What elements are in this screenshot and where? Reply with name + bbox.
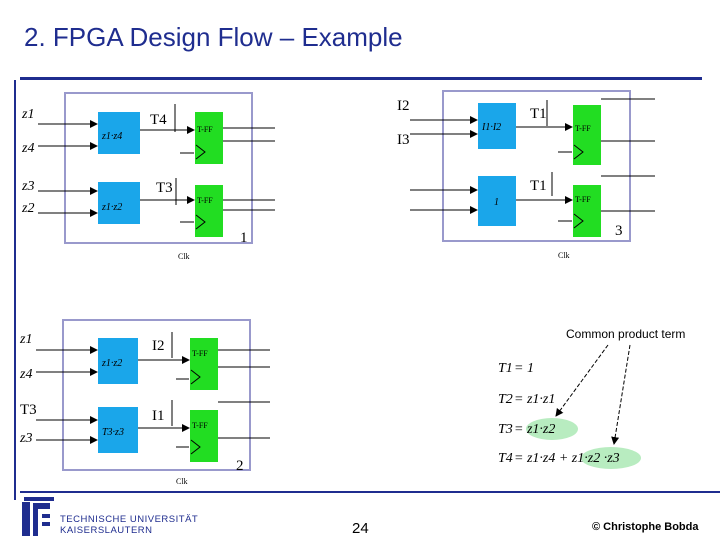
logic-block-3b xyxy=(478,176,516,226)
clock-3: Clk xyxy=(558,251,570,260)
input-2-z4: z4 xyxy=(19,367,32,382)
output-1-t3: T3 xyxy=(156,180,173,196)
logic-block-1a xyxy=(98,112,140,154)
eq-1-lhs: T1 xyxy=(498,361,513,376)
output-2-i2: I2 xyxy=(152,338,165,354)
footer-rule xyxy=(20,491,720,493)
circuit-1-number: 1 xyxy=(240,230,248,246)
block-label-2a: z1·z2 xyxy=(101,358,122,369)
input-1-z2: z2 xyxy=(21,201,34,216)
flip-flop-2a xyxy=(190,338,218,390)
block-label-1a: z1·z4 xyxy=(101,131,122,142)
highlight-t4 xyxy=(581,447,641,469)
flip-flop-1b xyxy=(195,185,223,237)
ff-label-1b: T-FF xyxy=(197,196,213,205)
clock-2: Clk xyxy=(176,477,188,486)
input-1-z1: z1 xyxy=(21,107,34,122)
flip-flop-3a xyxy=(573,105,601,165)
flip-flop-2b xyxy=(190,410,218,462)
logic-block-2a xyxy=(98,338,138,384)
input-1-z4: z4 xyxy=(21,141,34,156)
university-logo-icon xyxy=(22,497,54,536)
circuit-3: I1·I2 1 T-FF T-FF I2 I3 T1 T1 xyxy=(397,90,655,260)
title-rule xyxy=(20,77,702,80)
output-1-t4: T4 xyxy=(150,112,167,128)
copyright: © Christophe Bobda xyxy=(592,521,699,533)
clk-tri-1a xyxy=(195,144,206,160)
slide-title: 2. FPGA Design Flow – Example xyxy=(24,22,403,52)
logic-block-1b xyxy=(98,182,140,224)
circuit-3-number: 3 xyxy=(615,223,623,239)
flip-flop-3b xyxy=(573,185,601,237)
ff-label-2b: T-FF xyxy=(192,421,208,430)
eq-2-rhs: = z1·z1 xyxy=(514,392,555,407)
input-3-i3: I3 xyxy=(397,132,410,148)
highlight-t3 xyxy=(526,418,578,440)
ff-label-3b: T-FF xyxy=(575,195,591,204)
input-2-z3: z3 xyxy=(19,431,32,446)
eq-4-lhs: T4 xyxy=(498,451,513,466)
flip-flop-1a xyxy=(195,112,223,164)
clk-tri-1b xyxy=(195,214,206,230)
input-2-t3: T3 xyxy=(20,402,37,418)
block-label-1b: z1·z2 xyxy=(101,202,122,213)
frame-3 xyxy=(442,90,631,242)
ff-label-2a: T-FF xyxy=(192,349,208,358)
block-label-2b: T3·z3 xyxy=(102,427,124,438)
output-3-t1b: T1 xyxy=(530,178,547,194)
output-3-t1a: T1 xyxy=(530,106,547,122)
page-number: 24 xyxy=(352,520,369,537)
eq-3-rhs: = z1·z2 xyxy=(514,422,555,437)
ff-label-1a: T-FF xyxy=(197,125,213,134)
eq-3-lhs: T3 xyxy=(498,422,513,437)
left-border xyxy=(14,80,16,500)
eq-4-rhs: = z1·z4 + z1·z2 ·z3 xyxy=(514,451,620,466)
input-1-z3: z3 xyxy=(21,179,34,194)
input-3-i2: I2 xyxy=(397,98,410,114)
circuit-2-number: 2 xyxy=(236,458,244,474)
clock-1: Clk xyxy=(178,252,190,261)
circuit-1: z1·z4 z1·z2 T-FF T-FF xyxy=(21,92,275,261)
input-2-z1: z1 xyxy=(19,332,32,347)
block-label-3a: I1·I2 xyxy=(481,122,501,133)
university-name-line2: KAISERSLAUTERN xyxy=(60,525,153,536)
eq-1-rhs: = 1 xyxy=(514,361,534,376)
eq-2-lhs: T2 xyxy=(498,392,513,407)
block-label-3b: 1 xyxy=(494,197,499,208)
logic-block-2b xyxy=(98,407,138,453)
university-name-line1: TECHNISCHE UNIVERSITÄT xyxy=(60,514,199,525)
frame-2 xyxy=(62,319,251,471)
logic-block-3a xyxy=(478,103,516,149)
frame-1 xyxy=(64,92,253,244)
circuit-2: z1·z2 T3·z3 T-FF T-FF z1 z4 T3 z xyxy=(19,319,270,486)
equations-panel: Common product term T1 = 1 T2 = z1·z1 T3… xyxy=(498,327,685,469)
output-2-i1: I1 xyxy=(152,408,165,424)
common-term-annotation: Common product term xyxy=(566,327,685,341)
ff-label-3a: T-FF xyxy=(575,124,591,133)
